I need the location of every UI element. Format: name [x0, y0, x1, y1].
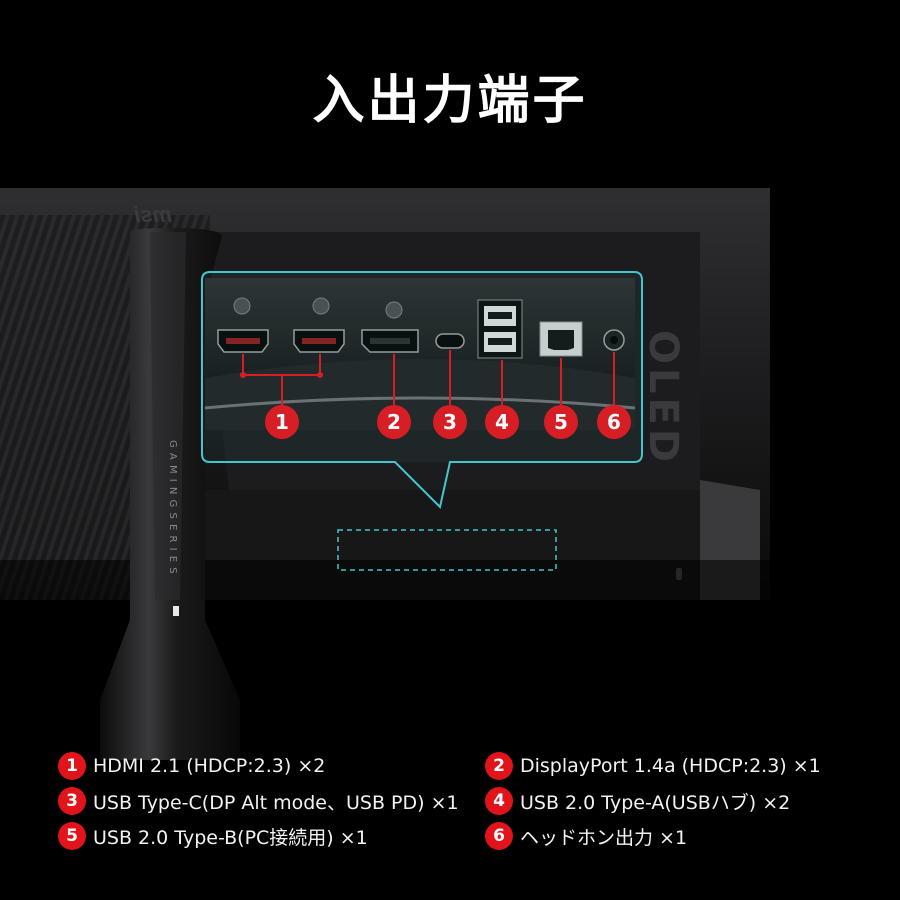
legend-number: 4 [485, 787, 513, 815]
legend-label: USB 2.0 Type-B(PC接続用) ×1 [93, 826, 368, 849]
callout-bubble [201, 271, 643, 509]
marker-2: 2 [377, 405, 411, 439]
legend-label: DisplayPort 1.4a (HDCP:2.3) ×1 [520, 755, 821, 777]
legend-item-6: 6 ヘッドホン出力 ×1 [485, 822, 687, 850]
legend-number: 6 [485, 822, 513, 850]
marker-6: 6 [597, 405, 631, 439]
legend-label: USB Type-C(DP Alt mode、USB PD) ×1 [93, 791, 459, 814]
leader-lines [240, 350, 615, 412]
hdmi-port-1-icon [217, 329, 269, 353]
svg-text:4: 4 [495, 410, 509, 434]
legend-item-3: 3 USB Type-C(DP Alt mode、USB PD) ×1 [58, 787, 459, 815]
legend-item-4: 4 USB 2.0 Type-A(USBハブ) ×2 [485, 787, 790, 815]
stand-indicator [173, 606, 179, 616]
usb-type-b-icon [539, 321, 583, 357]
marker-1: 1 [265, 405, 299, 439]
svg-text:6: 6 [607, 410, 621, 434]
legend-number: 5 [58, 822, 86, 850]
svg-text:1: 1 [275, 410, 289, 434]
svg-text:2: 2 [387, 410, 401, 434]
stand-vertical-text: G A M I N G S E R I E S [167, 440, 178, 575]
legend-label: HDMI 2.1 (HDCP:2.3) ×2 [93, 755, 326, 777]
displayport-icon [361, 329, 419, 353]
side-text: OLED [640, 330, 686, 466]
svg-text:5: 5 [554, 410, 568, 434]
hdmi-port-2-icon [293, 329, 345, 353]
legend-number: 1 [58, 752, 86, 780]
marker-3: 3 [433, 405, 467, 439]
legend-item-1: 1 HDMI 2.1 (HDCP:2.3) ×2 [58, 752, 325, 780]
headphone-jack-icon [603, 329, 625, 351]
port-location-marker [337, 529, 557, 571]
legend-number: 3 [58, 787, 86, 815]
svg-text:3: 3 [443, 410, 457, 434]
legend-label: USB 2.0 Type-A(USBハブ) ×2 [520, 791, 791, 814]
usb-type-c-icon [435, 333, 465, 349]
legend-item-5: 5 USB 2.0 Type-B(PC接続用) ×1 [58, 822, 368, 850]
usb-type-a-icon [477, 299, 523, 359]
brand-logo: msi [133, 202, 172, 227]
marker-5: 5 [544, 405, 578, 439]
legend-number: 2 [485, 752, 513, 780]
legend-label: ヘッドホン出力 ×1 [520, 826, 688, 849]
legend-item-2: 2 DisplayPort 1.4a (HDCP:2.3) ×1 [485, 752, 821, 780]
marker-4: 4 [485, 405, 519, 439]
screw-icons [233, 297, 403, 319]
page-title: 入出力端子 [312, 71, 588, 131]
